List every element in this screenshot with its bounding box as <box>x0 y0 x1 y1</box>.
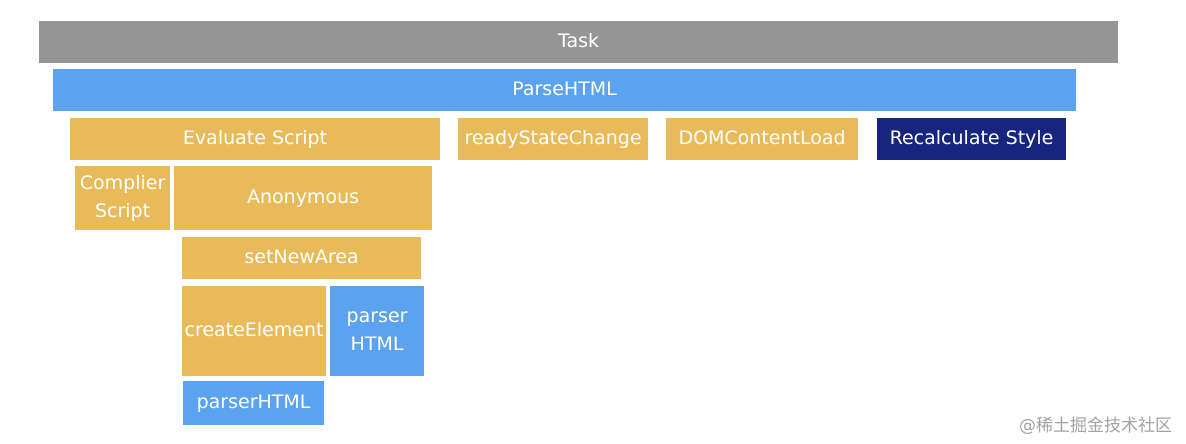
anonymous-block: Anonymous <box>174 166 432 230</box>
parser-html-bottom-block: parserHTML <box>183 381 324 425</box>
task-block: Task <box>39 21 1118 63</box>
create-element-block: createElement <box>182 286 326 376</box>
recalculate-style-block: Recalculate Style <box>877 118 1066 160</box>
evaluate-script-block: Evaluate Script <box>70 118 440 160</box>
parser-html-block: parser HTML <box>330 286 424 376</box>
complier-script-block: Complier Script <box>75 166 170 230</box>
set-new-area-block: setNewArea <box>182 237 421 279</box>
parse-html-block: ParseHTML <box>53 69 1076 111</box>
dom-content-load-block: DOMContentLoad <box>666 118 858 160</box>
watermark: @稀土掘金技术社区 <box>1019 416 1172 436</box>
ready-state-change-block: readyStateChange <box>458 118 648 160</box>
